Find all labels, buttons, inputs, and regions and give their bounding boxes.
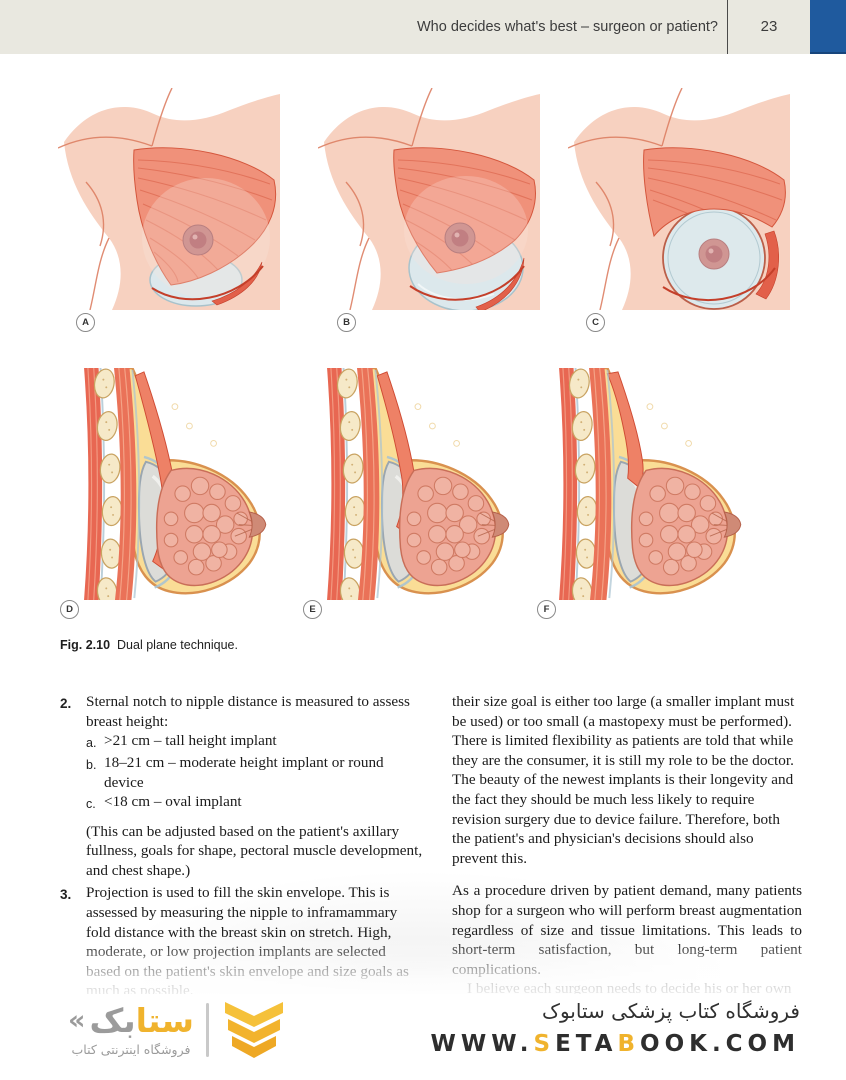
figure-panel-f-illustration [559,368,742,600]
guillemet-icon: « [68,1005,86,1036]
paragraph-1: their size goal is either too large (a s… [452,693,795,867]
panel-label-d: D [60,600,79,619]
setabook-wordmark: « ستابک [68,1003,194,1039]
body-left-column: 2. Sternal notch to nipple distance is m… [60,692,424,1023]
page-number: 23 [760,18,778,35]
sub-marker: c. [86,796,96,811]
url-part-gold: S [533,1031,556,1057]
panel-label-c: C [586,313,605,332]
list-text: Projection is used to fill the skin enve… [86,884,409,1000]
sub-item-c: c. <18 cm – oval implant [86,792,424,814]
figure-panel-c-illustration [568,88,790,310]
header-divider [727,0,728,54]
url-part: WWW. [430,1031,534,1057]
figure-caption: Fig. 2.10 Dual plane technique. [60,638,238,652]
setabook-logo-group: « ستابک فروشگاه اینترنتی کتاب [68,1000,287,1060]
store-title: فروشگاه کتاب پزشکی ستابوک [542,999,800,1023]
list-item-3: 3. Projection is used to fill the skin e… [60,883,424,1001]
logo-subtitle: فروشگاه اینترنتی کتاب [71,1042,191,1057]
list-marker: 2. [60,696,72,711]
url-part: OOK.COM [640,1031,800,1057]
figure-panel-e-illustration [327,368,510,600]
figure-caption-label: Fig. 2.10 [60,638,111,652]
url-part: ETA [555,1031,618,1057]
running-head-title: Who decides what's best – surgeon or pat… [416,19,718,35]
figure-caption-text: Dual plane technique. [117,638,238,652]
url-part-gold: B [617,1031,641,1057]
panel-label-f: F [537,600,556,619]
setabook-brand-text: فروشگاه کتاب پزشکی ستابوک WWW.SETABOOK.C… [431,996,801,1057]
chapter-tab-marker [810,0,846,54]
sub-text: 18–21 cm – moderate height implant or ro… [104,754,384,791]
wordmark-gray-part: بک [89,1001,136,1040]
panel-label-e: E [303,600,322,619]
paragraph-2: As a procedure driven by patient demand,… [452,882,802,978]
panel-label-b: B [337,313,356,332]
sub-text: >21 cm – tall height implant [104,732,277,750]
list-item-2: 2. Sternal notch to nipple distance is m… [60,692,424,731]
figure-panel-b-illustration [318,88,540,310]
watermark-footer: « ستابک فروشگاه اینترنتی کتاب فروشگاه کت… [0,994,846,1080]
figure-panel-d-illustration [84,368,267,600]
setabook-chevron-icon [224,1002,283,1058]
sub-text: <18 cm – oval implant [104,793,242,811]
panel-label-a: A [76,313,95,332]
list-marker: 3. [60,887,72,903]
sub-marker: a. [86,735,97,750]
list-note: (This can be adjusted based on the patie… [86,822,423,879]
sub-item-b: b. 18–21 cm – moderate height implant or… [86,753,424,792]
sub-marker: b. [86,757,97,772]
sub-item-a: a. >21 cm – tall height implant [86,731,424,753]
setabook-wordmark-block: « ستابک فروشگاه اینترنتی کتاب [68,1003,194,1058]
body-right-column: their size goal is either too large (a s… [452,692,802,999]
website-url: WWW.SETABOOK.COM [431,1031,801,1057]
logo-divider [205,1003,209,1057]
list-text: Sternal notch to nipple distance is meas… [86,693,410,730]
figure-panel-a-illustration [58,88,280,310]
page-header: Who decides what's best – surgeon or pat… [0,0,846,54]
wordmark-gold-part: ستا [135,1001,194,1040]
